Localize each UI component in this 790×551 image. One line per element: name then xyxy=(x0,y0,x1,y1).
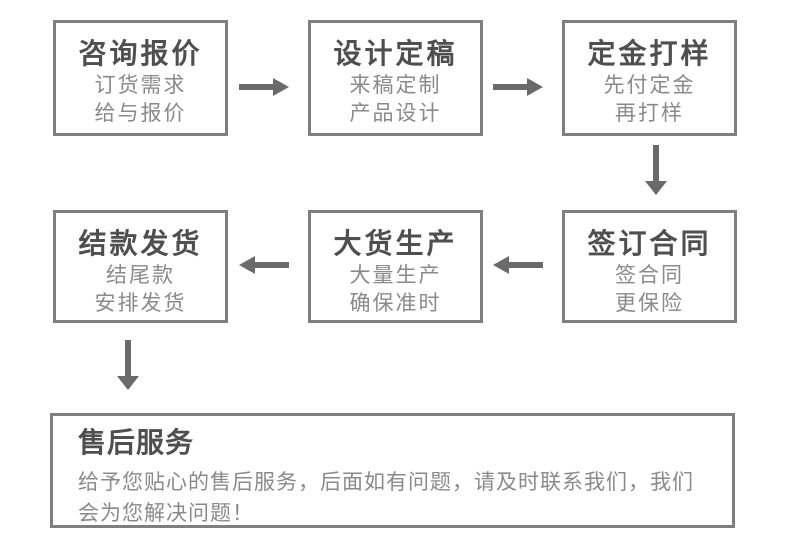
arrow-right-icon xyxy=(493,76,543,98)
arrow-head xyxy=(117,376,139,390)
step-title: 签订合同 xyxy=(587,228,712,259)
after-sales-description: 给予您贴心的售后服务，后面如有问题，请及时联系我们，我们会为您解决问题！ xyxy=(78,471,694,525)
step-box-sample: 定金打样 先付定金 再打样 xyxy=(562,20,737,136)
step-title: 结款发货 xyxy=(78,228,203,259)
arrow-head xyxy=(273,78,289,96)
after-sales-title: 售后服务 xyxy=(78,427,195,458)
step-line: 大量生产 xyxy=(349,264,442,287)
step-line: 产品设计 xyxy=(349,102,442,125)
arrow-head xyxy=(493,256,509,274)
arrow-shaft xyxy=(125,340,131,376)
step-line: 再打样 xyxy=(615,102,684,125)
arrow-down-icon xyxy=(116,340,140,390)
step-line: 更保险 xyxy=(615,292,684,315)
step-box-production: 大货生产 大量生产 确保准时 xyxy=(308,210,483,323)
step-box-shipping: 结款发货 结尾款 安排发货 xyxy=(53,210,228,323)
arrow-left-icon xyxy=(239,254,289,276)
arrow-shaft xyxy=(653,145,659,181)
arrow-down-icon xyxy=(644,145,668,195)
arrow-left-icon xyxy=(493,254,543,276)
step-line: 先付定金 xyxy=(603,74,696,97)
step-line: 给与报价 xyxy=(94,102,187,125)
arrow-shaft xyxy=(255,262,289,268)
step-line: 签合同 xyxy=(615,264,684,287)
step-line: 订货需求 xyxy=(94,74,187,97)
arrow-head xyxy=(239,256,255,274)
step-box-quote: 咨询报价 订货需求 给与报价 xyxy=(53,20,228,136)
arrow-head xyxy=(527,78,543,96)
arrow-shaft xyxy=(493,84,527,90)
arrow-shaft xyxy=(239,84,273,90)
step-box-design: 设计定稿 来稿定制 产品设计 xyxy=(308,20,483,136)
after-sales-box: 售后服务 给予您贴心的售后服务，后面如有问题，请及时联系我们，我们会为您解决问题… xyxy=(50,413,735,528)
step-line: 来稿定制 xyxy=(349,74,442,97)
arrow-right-icon xyxy=(239,76,289,98)
step-title: 咨询报价 xyxy=(78,38,203,69)
arrow-head xyxy=(645,181,667,195)
step-title: 定金打样 xyxy=(587,38,712,69)
step-line: 结尾款 xyxy=(106,264,175,287)
step-line: 确保准时 xyxy=(349,292,442,315)
step-line: 安排发货 xyxy=(94,292,187,315)
step-box-contract: 签订合同 签合同 更保险 xyxy=(562,210,737,323)
step-title: 大货生产 xyxy=(333,228,458,259)
step-title: 设计定稿 xyxy=(333,38,458,69)
arrow-shaft xyxy=(509,262,543,268)
